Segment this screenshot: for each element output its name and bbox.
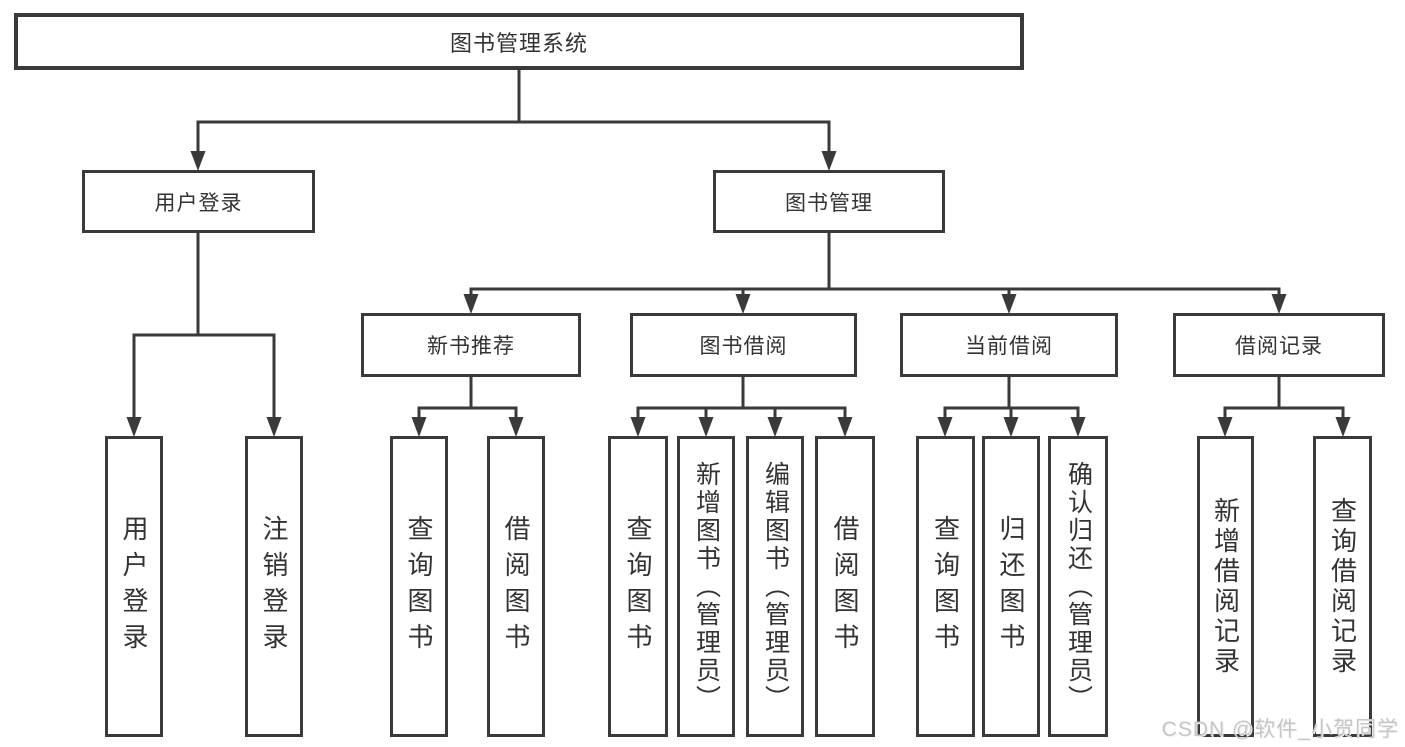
- arrowhead-icon: [508, 417, 524, 437]
- csdn-watermark: CSDN @软件_小贺同学: [1161, 718, 1399, 741]
- node-borrow-records: 借阅记录: [1173, 313, 1385, 377]
- leaf-borrowing-query-books: 查询图书: [608, 436, 668, 737]
- node-label: 归还图书: [996, 514, 1026, 659]
- arrowhead-icon: [821, 151, 837, 171]
- arrowhead-icon: [735, 294, 751, 314]
- leaf-current-query-books: 查询图书: [916, 436, 975, 737]
- node-label: 图书管理: [785, 191, 873, 215]
- leaf-borrowing-borrow-books: 借阅图书: [815, 436, 875, 737]
- arrowhead-icon: [1271, 294, 1287, 314]
- node-label: 图书借阅: [699, 335, 788, 358]
- node-label: 借阅图书: [501, 514, 531, 659]
- node-library-management-system: 图书管理系统: [14, 13, 1024, 70]
- arrowhead-icon: [937, 417, 953, 437]
- leaf-recommend-borrow-books: 借阅图书: [487, 436, 545, 737]
- node-label: 新书推荐: [427, 335, 515, 358]
- leaf-add-books-admin: 新增图书（管理员）: [677, 436, 735, 737]
- node-label: 图书管理系统: [449, 30, 588, 56]
- arrowhead-icon: [1217, 417, 1233, 437]
- leaf-confirm-return-admin: 确认归还（管理员）: [1048, 436, 1108, 737]
- leaf-logout: 注销登录: [245, 436, 303, 737]
- node-label: 用户登录: [154, 191, 243, 215]
- arrowhead-icon: [1335, 417, 1351, 437]
- arrowhead-icon: [266, 417, 282, 437]
- node-book-borrowing: 图书借阅: [630, 313, 857, 377]
- node-current-borrowing: 当前借阅: [900, 313, 1118, 377]
- leaf-edit-books-admin: 编辑图书（管理员）: [746, 436, 804, 737]
- arrowhead-icon: [767, 417, 783, 437]
- node-label: 查询图书: [623, 514, 653, 659]
- node-label: 借阅图书: [830, 514, 860, 659]
- node-label: 新增借阅记录: [1210, 496, 1241, 677]
- arrowhead-icon: [463, 294, 479, 314]
- leaf-recommend-query-books: 查询图书: [390, 436, 448, 737]
- arrowhead-icon: [1001, 294, 1017, 314]
- arrowhead-icon: [190, 151, 206, 171]
- arrowhead-icon: [1003, 417, 1019, 437]
- node-label: 编辑图书（管理员）: [761, 460, 790, 713]
- arrowhead-icon: [630, 417, 646, 437]
- node-label: 新增图书（管理员）: [692, 460, 721, 713]
- arrowhead-icon: [126, 417, 142, 437]
- node-label: 查询图书: [404, 514, 434, 659]
- node-label: 查询图书: [930, 514, 961, 659]
- node-book-management: 图书管理: [713, 170, 945, 233]
- node-label: 查询借阅记录: [1327, 496, 1358, 677]
- node-label: 确认归还（管理员）: [1064, 460, 1093, 713]
- arrowhead-icon: [1070, 417, 1086, 437]
- node-label: 注销登录: [259, 514, 289, 659]
- leaf-add-borrow-record: 新增借阅记录: [1197, 436, 1254, 737]
- arrowhead-icon: [698, 417, 714, 437]
- node-new-book-recommend: 新书推荐: [361, 313, 581, 377]
- arrowhead-icon: [837, 417, 853, 437]
- arrowhead-icon: [411, 417, 427, 437]
- leaf-return-books: 归还图书: [982, 436, 1040, 737]
- leaf-user-login: 用户登录: [105, 436, 163, 737]
- node-user-login: 用户登录: [82, 170, 315, 233]
- node-label: 当前借阅: [965, 335, 1053, 358]
- leaf-query-borrow-records: 查询借阅记录: [1313, 436, 1372, 737]
- node-label: 借阅记录: [1235, 335, 1323, 358]
- node-label: 用户登录: [119, 514, 149, 659]
